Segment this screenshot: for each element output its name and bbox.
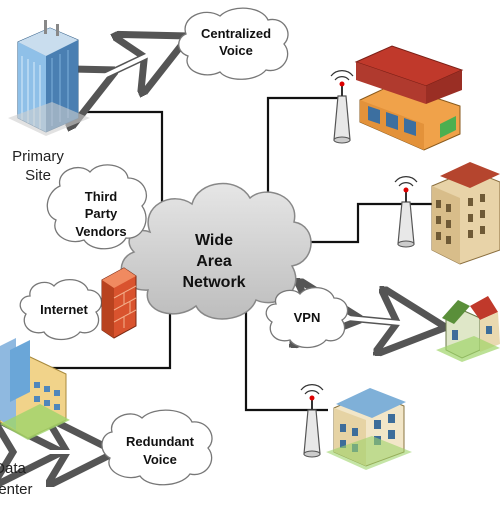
redundant-voice-line2: Voice: [143, 452, 177, 467]
wan-label-line1: Wide: [195, 232, 233, 249]
wireless-tower-icon: [394, 176, 418, 248]
data-center-building-icon: [0, 338, 70, 440]
internet-label: Internet: [40, 302, 88, 317]
link-branch: [244, 300, 328, 412]
third-party-line2: Party: [85, 206, 118, 221]
third-party-line1: Third: [85, 189, 118, 204]
arrow-vpn-inner: [347, 316, 433, 328]
bubble-internet: Internet: [19, 279, 103, 341]
arrow-centralized-voice-inner: [103, 40, 177, 78]
primary-site-line2: Site: [25, 167, 51, 184]
link-office: [288, 202, 440, 244]
redundant-voice-line1: Redundant: [126, 434, 195, 449]
data-center-line2: Center: [0, 481, 33, 498]
link-retail-store: [266, 96, 342, 222]
bubble-centralized-voice: Centralized Voice: [178, 7, 289, 80]
centralized-voice-line2: Voice: [219, 43, 253, 58]
wireless-tower-icon: [300, 384, 324, 458]
wan-label-line3: Network: [182, 274, 245, 291]
primary-site-line1: Primary: [12, 148, 64, 165]
home-office-icon: [436, 296, 500, 362]
arrows: [48, 42, 432, 452]
branch-office-icon: [326, 388, 412, 470]
third-party-line3: Vendors: [75, 224, 126, 239]
wireless-tower-icon: [330, 70, 354, 144]
centralized-voice-line1: Centralized: [201, 26, 271, 41]
bubble-vpn: VPN: [265, 287, 349, 349]
firewall-icon: [101, 267, 137, 339]
bubble-third-party-vendors: Third Party Vendors: [46, 164, 147, 250]
link-data-center: [38, 312, 172, 370]
primary-site-building-icon: [8, 20, 90, 136]
retail-store-icon: [354, 45, 464, 151]
vpn-label: VPN: [294, 310, 321, 325]
bubble-redundant-voice: Redundant Voice: [101, 409, 213, 486]
wan-label-line2: Area: [196, 253, 232, 270]
data-center-line1: Data: [0, 460, 26, 477]
office-building-icon: [431, 162, 500, 265]
